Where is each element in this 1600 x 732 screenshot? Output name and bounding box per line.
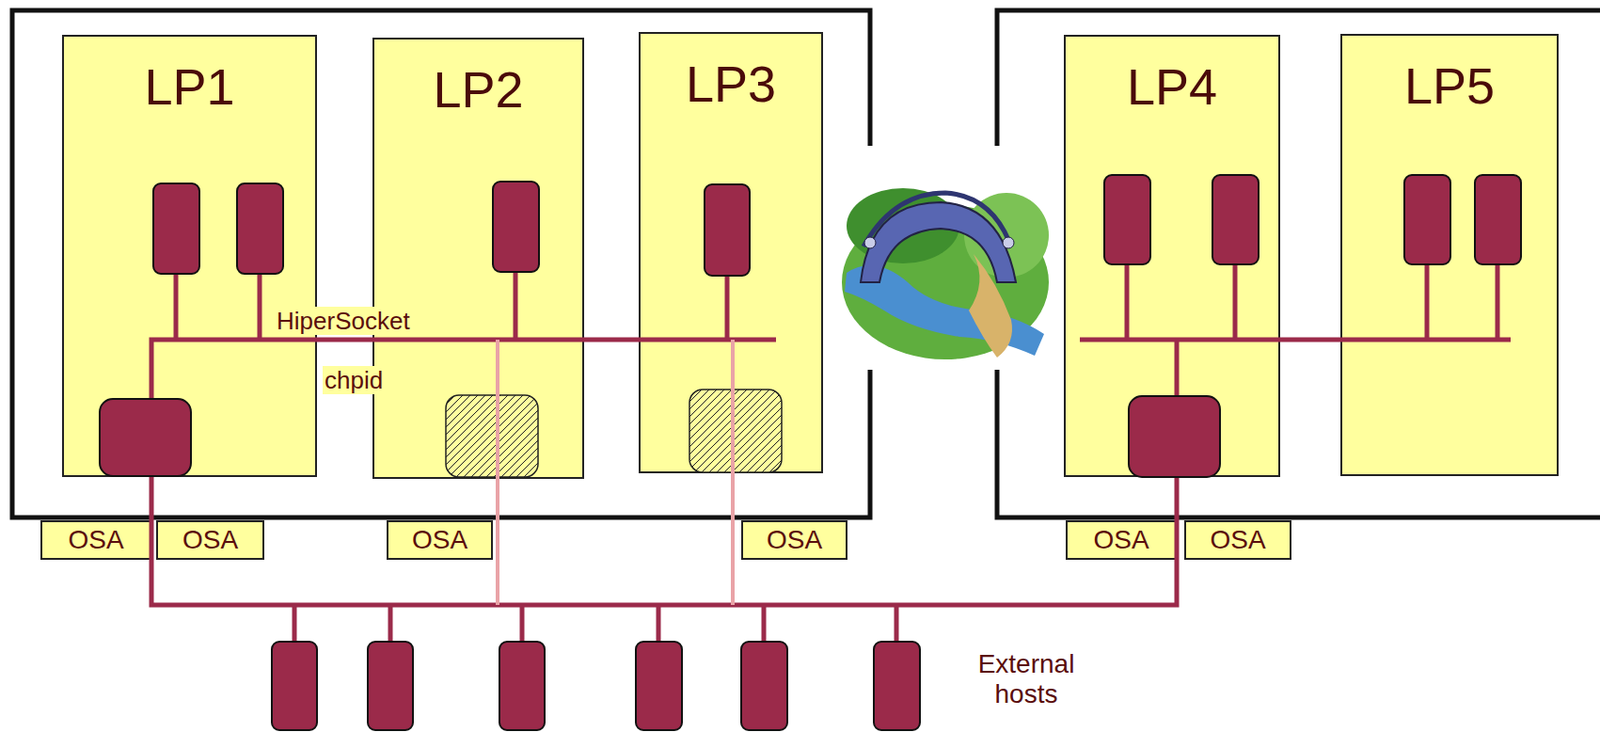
partition-name: LP4 bbox=[1126, 57, 1218, 116]
osa-adapter: OSA bbox=[1184, 520, 1292, 560]
host-link bbox=[294, 604, 897, 642]
osa-adapter: OSA bbox=[40, 520, 152, 560]
app-link bbox=[175, 271, 728, 340]
stack-box bbox=[1128, 396, 1220, 477]
lan-line bbox=[151, 475, 1177, 605]
app-link bbox=[1126, 264, 1498, 397]
hipersocket-line bbox=[151, 339, 777, 399]
cec-frame-right bbox=[997, 10, 1600, 518]
partition-name: LP2 bbox=[432, 60, 523, 119]
app-box bbox=[1104, 174, 1151, 265]
hipersocket-line bbox=[1079, 337, 1511, 343]
app-box bbox=[153, 183, 200, 274]
app-box bbox=[1474, 174, 1521, 265]
app-box bbox=[237, 183, 284, 274]
bridge-rail bbox=[863, 192, 1012, 247]
adapter-name: OSA bbox=[1093, 522, 1149, 558]
adapter-name: OSA bbox=[1209, 522, 1266, 558]
channel-label: chpid bbox=[322, 365, 385, 395]
cec-frame bbox=[12, 10, 1600, 518]
hosts bbox=[99, 174, 1521, 730]
adapter-name: OSA bbox=[766, 522, 823, 558]
app-box bbox=[1404, 174, 1451, 265]
hosts-label: External hosts bbox=[965, 649, 1088, 710]
bridge-illustration bbox=[841, 188, 1049, 360]
hatched-stack bbox=[445, 395, 539, 477]
shared-osa-lines bbox=[497, 339, 733, 605]
post bbox=[864, 237, 876, 249]
network-label: HiperSocket bbox=[274, 306, 412, 335]
adapter-name: OSA bbox=[411, 522, 468, 558]
partition-name: LP1 bbox=[143, 57, 235, 116]
partition-name: LP5 bbox=[1404, 56, 1495, 115]
network-lines bbox=[151, 264, 1511, 642]
external-host bbox=[635, 641, 682, 730]
app-box bbox=[704, 184, 750, 276]
external-host bbox=[741, 641, 788, 730]
osa-adapter: OSA bbox=[741, 520, 848, 560]
osa-adapter: OSA bbox=[386, 520, 493, 560]
external-host bbox=[499, 641, 545, 730]
app-box bbox=[1212, 174, 1259, 265]
shared-osa-line bbox=[730, 339, 735, 605]
osa-adapter: OSA bbox=[1065, 520, 1177, 560]
post bbox=[1002, 237, 1014, 249]
adapter-name: OSA bbox=[182, 522, 238, 558]
external-host bbox=[271, 641, 317, 730]
hatched-stack bbox=[689, 389, 782, 473]
partition-name: LP3 bbox=[685, 54, 777, 113]
app-box bbox=[492, 181, 539, 272]
external-host bbox=[873, 641, 920, 730]
osa-adapter: OSA bbox=[156, 520, 265, 560]
external-host bbox=[367, 641, 413, 730]
adapter-name: OSA bbox=[67, 522, 124, 558]
cec-frame-left bbox=[12, 10, 871, 518]
stack-box bbox=[99, 398, 191, 476]
shared-osa-line bbox=[495, 339, 500, 605]
